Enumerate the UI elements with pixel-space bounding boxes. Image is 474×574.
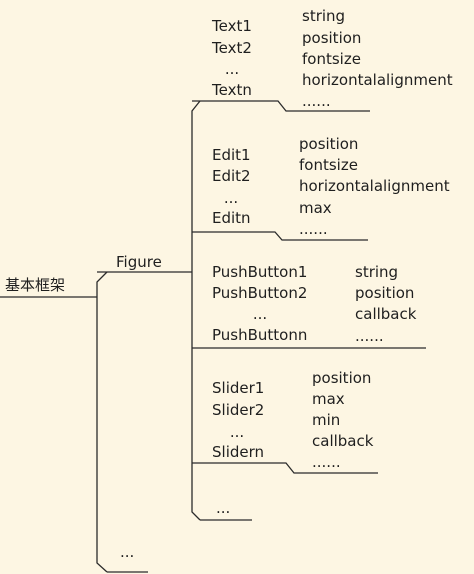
figure-trunk (191, 100, 201, 521)
slider-item: Slider1 (212, 379, 265, 397)
pushbutton-property: string (355, 263, 399, 281)
pushbutton-item: PushButton2 (212, 284, 308, 302)
pushbutton-property: callback (355, 305, 417, 323)
text-property: position (302, 29, 362, 47)
root-more-ellipsis: ... (120, 543, 135, 561)
edit-property-ellipsis: ...... (299, 220, 328, 238)
slider-property-ellipsis: ...... (312, 453, 341, 471)
figure-node: Figure (116, 253, 162, 271)
text-property: fontsize (302, 50, 361, 68)
root-node: 基本框架 (5, 276, 66, 294)
slider-group-underline (192, 462, 378, 474)
edit-property: position (299, 135, 359, 153)
text-property: horizontalalignment (302, 71, 453, 89)
edit-property: fontsize (299, 156, 358, 174)
text-item: Textn (212, 81, 252, 99)
edit-group-underline (192, 231, 368, 241)
slider-property: position (312, 369, 372, 387)
text-item: Text2 (212, 39, 252, 57)
edit-item: Editn (212, 209, 251, 227)
text-item-ellipsis: ... (224, 60, 240, 78)
pushbutton-property: position (355, 284, 415, 302)
edit-item: Edit1 (212, 146, 251, 164)
text-property-ellipsis: ...... (302, 92, 331, 110)
slider-property: min (312, 411, 341, 429)
text-item: Text1 (212, 17, 252, 35)
edit-property: max (299, 199, 332, 217)
slider-property: max (312, 390, 345, 408)
pushbutton-item: PushButtonn (212, 326, 308, 344)
pushbutton-item: PushButton1 (212, 263, 308, 281)
pushbutton-item-ellipsis: ... (252, 305, 268, 323)
edit-item: Edit2 (212, 167, 251, 185)
root-trunk (96, 271, 108, 573)
text-property: string (302, 7, 346, 25)
slider-property: callback (312, 432, 374, 450)
edit-property: horizontalalignment (299, 177, 450, 195)
edit-item-ellipsis: ... (223, 189, 239, 207)
figure-more-ellipsis: ... (216, 499, 231, 517)
text-group-underline (192, 100, 370, 112)
slider-item-ellipsis: ... (229, 423, 245, 441)
pushbutton-property-ellipsis: ...... (355, 327, 384, 345)
slider-item: Slidern (212, 443, 265, 461)
slider-item: Slider2 (212, 401, 265, 419)
